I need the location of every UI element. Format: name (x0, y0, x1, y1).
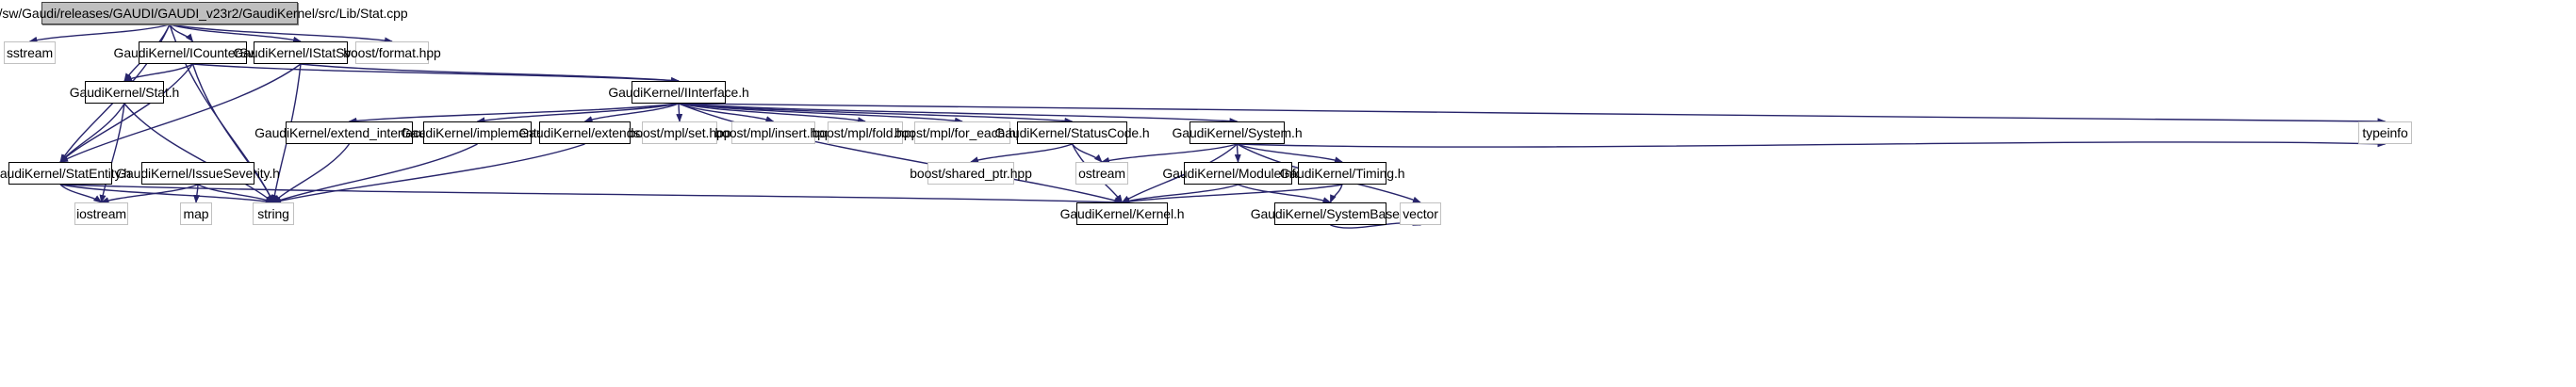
graph-node-istatsvc[interactable]: GaudiKernel/IStatSvc.h (233, 41, 369, 64)
edge-icountersvc-to-statentity (59, 63, 194, 163)
edge-stath-to-statentity (59, 103, 125, 163)
edge-systemh-to-timingh (1237, 143, 1343, 164)
edge-iinterface-to-systemh (678, 103, 1239, 125)
edge-implements-to-string (272, 143, 478, 203)
graph-node-mplforeach[interactable]: boost/mpl/for_each.hpp (894, 121, 1030, 144)
graph-node-typeinfo[interactable]: typeinfo (2358, 121, 2412, 144)
edge-iinterface-to-extend_int (348, 103, 680, 124)
edge-stath-to-iostream (99, 103, 125, 203)
graph-node-ostream[interactable]: ostream (1075, 162, 1128, 185)
edge-timingh-to-systembase (1329, 184, 1343, 203)
graph-node-implements[interactable]: GaudiKernel/implements.h (401, 121, 554, 144)
graph-node-stath[interactable]: GaudiKernel/Stat.h (70, 81, 179, 104)
edge-issueseverity-to-string (197, 184, 274, 203)
edge-iinterface-to-mplfold (678, 103, 866, 124)
edge-statentity-to-iostream (59, 184, 103, 203)
graph-node-systemh[interactable]: GaudiKernel/System.h (1172, 121, 1303, 144)
graph-node-boostformat[interactable]: boost/format.hpp (343, 41, 441, 64)
graph-node-sharedptr[interactable]: boost/shared_ptr.hpp (910, 162, 1032, 185)
graph-node-iostream[interactable]: iostream (74, 202, 128, 225)
edge-moduleinfo-to-systembase (1238, 184, 1332, 203)
graph-node-mplset[interactable]: boost/mpl/set.hpp (629, 121, 731, 144)
graph-node-vector[interactable]: vector (1400, 202, 1441, 225)
edge-root-to-istatsvc (169, 24, 302, 43)
edge-iinterface-to-typeinfo (678, 103, 2387, 125)
graph-node-statentity[interactable]: GaudiKernel/StatEntity.h (0, 162, 131, 185)
edge-root-to-icountersvc (169, 24, 194, 42)
edge-iinterface-to-statuscode (678, 103, 1074, 124)
graph-node-statuscode[interactable]: GaudiKernel/StatusCode.h (994, 121, 1150, 144)
graph-node-moduleinfo[interactable]: GaudiKernel/ModuleInfo.h (1162, 162, 1314, 185)
edge-icountersvc-to-stath (123, 63, 193, 82)
edge-statentity-to-kernelh (59, 184, 1124, 206)
graph-node-root[interactable]: /afs/cern.ch/sw/Gaudi/releases/GAUDI/GAU… (0, 2, 408, 24)
graph-node-iinterface[interactable]: GaudiKernel/IInterface.h (608, 81, 749, 104)
edge-statuscode-to-sharedptr (970, 143, 1073, 164)
graph-node-kernelh[interactable]: GaudiKernel/Kernel.h (1060, 202, 1185, 225)
graph-node-mplfold[interactable]: boost/mpl/fold.hpp (812, 121, 918, 144)
edge-iinterface-to-kernelh (678, 103, 1124, 204)
graph-node-icountersvc[interactable]: GaudiKernel/ICounterSvc.h (114, 41, 272, 64)
edge-iinterface-to-mplinsert (678, 103, 775, 122)
edge-iinterface-to-extends (583, 103, 680, 122)
edge-istatsvc-to-statentity (59, 63, 302, 163)
edge-iinterface-to-mplforeach (678, 103, 963, 124)
edge-root-to-sstream (28, 24, 171, 43)
edge-issueseverity-to-iostream (100, 184, 199, 203)
edge-statentity-to-string (59, 184, 274, 205)
graph-node-extends[interactable]: GaudiKernel/extends.h (518, 121, 651, 144)
graph-node-issueseverity[interactable]: GaudiKernel/IssueSeverity.h (116, 162, 280, 185)
graph-node-sstream[interactable]: sstream (4, 41, 56, 64)
edge-systemh-to-typeinfo (1237, 140, 2387, 148)
graph-node-systembase[interactable]: GaudiKernel/SystemBase.h (1251, 202, 1410, 225)
graph-node-mplinsert[interactable]: boost/mpl/insert.hpp (714, 121, 832, 144)
edge-extend_int-to-string (272, 143, 351, 203)
edge-systemh-to-ostream (1101, 143, 1238, 164)
edge-moduleinfo-to-kernelh (1121, 184, 1239, 204)
edge-istatsvc-to-iinterface (300, 63, 680, 84)
edge-systemh-to-moduleinfo (1234, 143, 1241, 163)
edge-icountersvc-to-iinterface (192, 63, 680, 84)
graph-node-extend_int[interactable]: GaudiKernel/extend_interfaces.h (254, 121, 444, 144)
graph-node-timingh[interactable]: GaudiKernel/Timing.h (1280, 162, 1405, 185)
edge-iinterface-to-implements (476, 103, 680, 124)
edge-stath-to-string (123, 103, 274, 203)
edge-statuscode-to-ostream (1071, 143, 1103, 163)
edge-root-to-boostformat (169, 24, 393, 44)
graph-node-map[interactable]: map (180, 202, 212, 225)
edge-issueseverity-to-map (193, 184, 200, 203)
edge-iinterface-to-mplset (676, 103, 683, 122)
edge-timingh-to-kernelh (1121, 184, 1343, 205)
graph-node-string[interactable]: string (253, 202, 294, 225)
edge-extends-to-string (272, 143, 585, 204)
